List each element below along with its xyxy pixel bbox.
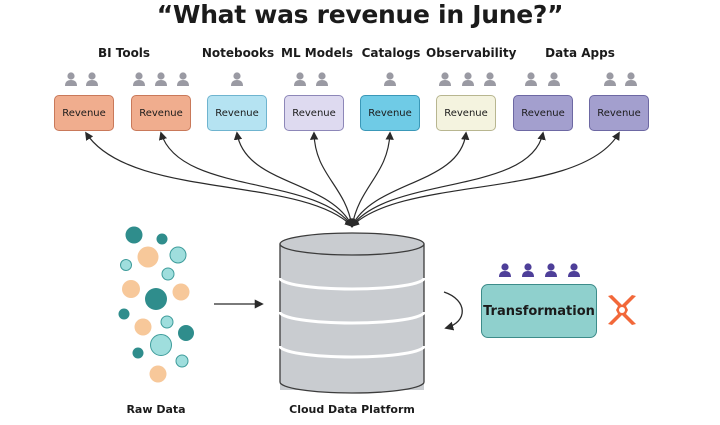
arrow-to-data-apps-1 — [350, 131, 546, 228]
user-icon — [65, 72, 77, 86]
user-icon — [604, 72, 616, 86]
revenue-box-catalogs: Revenue — [360, 95, 420, 131]
transform-user-icons — [499, 263, 580, 277]
raw-data-dots — [118, 226, 194, 383]
user-icon — [568, 263, 580, 277]
user-icon — [525, 72, 537, 86]
group-label-observability: Observability — [426, 46, 517, 60]
arrow-to-data-apps-2 — [350, 131, 620, 228]
user-icon — [545, 263, 557, 277]
revenue-box-observability: Revenue — [436, 95, 496, 131]
user-icon — [294, 72, 306, 86]
dbt-logo-icon — [608, 295, 636, 325]
user-icon — [155, 72, 167, 86]
user-icon — [439, 72, 451, 86]
arrow-to-notebooks — [233, 131, 353, 228]
transform-loop-arrow — [443, 291, 463, 331]
arrow-to-bi-2 — [158, 131, 353, 228]
group-label-bi-tools: BI Tools — [97, 46, 151, 60]
user-icon — [625, 72, 637, 86]
revenue-box-data-apps-1: Revenue — [513, 95, 573, 131]
query-arrows — [85, 131, 620, 228]
user-icon — [499, 263, 511, 277]
user-icon — [462, 72, 474, 86]
user-icon — [384, 72, 396, 86]
cloud-data-platform-cylinder — [278, 232, 426, 394]
revenue-box-bi-1: Revenue — [54, 95, 114, 131]
group-label-data-apps: Data Apps — [545, 46, 615, 60]
user-icon — [316, 72, 328, 86]
revenue-box-bi-2: Revenue — [131, 95, 191, 131]
user-icon — [548, 72, 560, 86]
user-icon — [86, 72, 98, 86]
arrow-to-observability — [351, 131, 470, 228]
user-icon — [484, 72, 496, 86]
user-icon — [231, 72, 243, 86]
revenue-box-notebooks: Revenue — [207, 95, 267, 131]
arrow-to-ml-models — [309, 131, 356, 228]
group-label-catalogs: Catalogs — [361, 46, 421, 60]
arrow-to-bi-1 — [85, 131, 354, 228]
transformation-box: Transformation — [481, 284, 597, 338]
user-icons — [65, 72, 637, 86]
page-title: “What was revenue in June?” — [156, 0, 564, 29]
cloud-data-platform-label: Cloud Data Platform — [289, 403, 415, 416]
group-label-ml-models: ML Models — [281, 46, 353, 60]
revenue-box-ml-models: Revenue — [284, 95, 344, 131]
user-icon — [133, 72, 145, 86]
arrow-to-catalogs — [349, 131, 394, 228]
group-label-notebooks: Notebooks — [201, 46, 275, 60]
revenue-box-data-apps-2: Revenue — [589, 95, 649, 131]
raw-data-label: Raw Data — [126, 403, 186, 416]
user-icon — [522, 263, 534, 277]
user-icon — [177, 72, 189, 86]
